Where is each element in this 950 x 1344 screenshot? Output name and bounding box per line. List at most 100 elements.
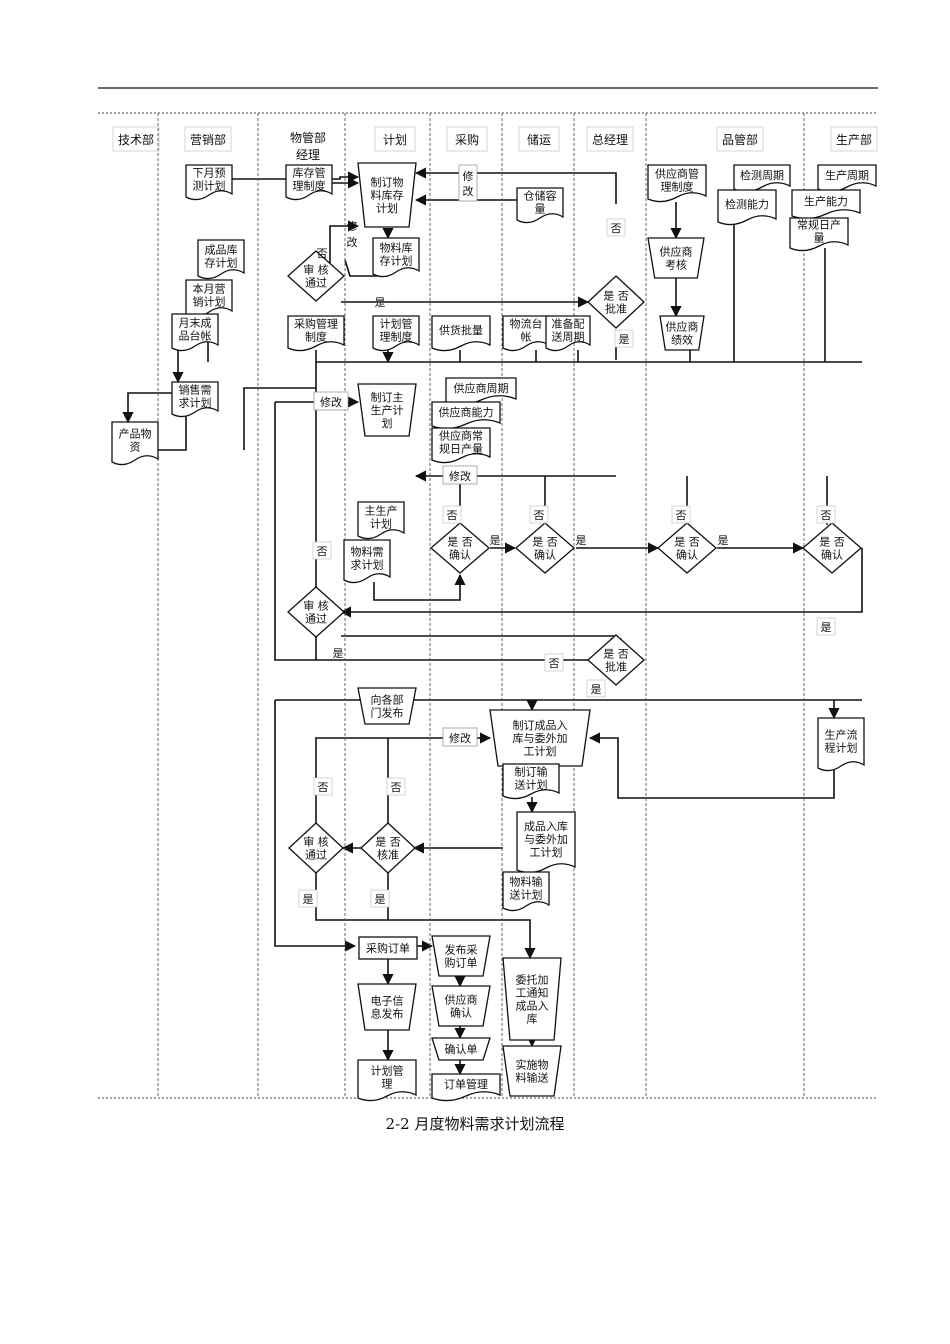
document-n23-text: 资 — [130, 441, 141, 454]
flow-label-yes: 是 — [375, 296, 386, 309]
document-n11-text: 物料库 — [380, 241, 413, 255]
flow-label-yes: 是 — [576, 534, 587, 547]
document-n05-text: 供应商管 — [655, 167, 699, 181]
flow-connector — [329, 220, 360, 264]
document-n02 — [285, 164, 333, 201]
flow-label-no: 否 — [549, 657, 560, 670]
document-n22-text: 求计划 — [179, 397, 212, 410]
label-box-no — [606, 218, 626, 237]
lane-header-box-6 — [518, 126, 560, 152]
process-n24 — [357, 383, 417, 437]
lane-header-5: 采购 — [455, 132, 479, 147]
document-n29-text: 求计划 — [351, 559, 384, 572]
document-n04 — [516, 187, 564, 224]
decision-d1 — [287, 250, 345, 302]
document-n32-text: 送计划 — [515, 778, 548, 792]
document-n10-text: 常规日产 — [797, 218, 841, 232]
document-n33-text: 生产流 — [825, 728, 858, 742]
label-box-yes — [298, 889, 318, 908]
document-n20-text: 帐 — [521, 331, 532, 344]
label-box-revise — [313, 391, 349, 411]
decision-d8-text: 批准 — [605, 660, 627, 674]
flow-connector — [274, 402, 588, 661]
document-n43-text: 计划管 — [371, 1064, 404, 1078]
flow-connector — [588, 732, 835, 799]
document-n43 — [357, 1059, 417, 1102]
decision-d7-text: 审 核 — [303, 599, 329, 613]
document-n28-text: 主生产 — [365, 504, 398, 518]
decision-d9 — [360, 822, 416, 874]
document-n17-text: 制度 — [305, 330, 327, 344]
flow-label-no: 否 — [447, 509, 458, 522]
process-n15-text: 供应商 — [660, 245, 693, 259]
document-n29-text: 物料需 — [351, 545, 384, 559]
process-n03 — [357, 162, 417, 228]
box-n36 — [358, 936, 418, 960]
lane-header-8: 品管部 — [722, 132, 758, 147]
decision-d5-text: 确认 — [676, 549, 698, 562]
label-box-yes — [614, 329, 634, 348]
process-n16-text: 绩效 — [671, 333, 693, 347]
document-n32-text: 制订输 — [515, 765, 548, 779]
document-n14 — [171, 313, 219, 352]
document-n17 — [287, 315, 345, 352]
document-n43-text: 理 — [382, 1078, 393, 1091]
document-n14-text: 品台帐 — [179, 329, 212, 343]
document-n23-text: 产品物 — [119, 427, 152, 441]
lane-header-box-5 — [446, 126, 488, 152]
flow-label-revise-v: 改 — [347, 235, 358, 249]
decision-d9-text: 核准 — [377, 848, 399, 862]
document-n32 — [502, 763, 560, 800]
flow-label-no: 否 — [318, 781, 329, 794]
document-n17-text: 采购管理 — [294, 317, 338, 331]
document-n01 — [185, 164, 233, 201]
process-n38-text: 库 — [527, 1013, 538, 1026]
decision-d2-text: 批准 — [605, 302, 627, 316]
document-n33-text: 程计划 — [825, 742, 858, 755]
label-box-revise — [442, 465, 478, 485]
document-n34-text: 与委外加 — [524, 833, 568, 846]
process-n37-text: 发布采 — [445, 943, 478, 957]
process-n30-text: 门发布 — [371, 706, 404, 720]
flow-label-no: 否 — [391, 781, 402, 794]
document-n33 — [817, 717, 865, 772]
label-box-no — [544, 653, 564, 672]
process-n15-text: 考核 — [665, 258, 687, 272]
document-n25-text: 供应商周期 — [454, 381, 509, 395]
flow-label-yes: 是 — [619, 333, 630, 346]
flow-connector — [158, 412, 187, 451]
flow-label-revise-v: 修 — [347, 219, 358, 233]
lane-header-box-1 — [112, 126, 160, 152]
document-n21-text: 送周期 — [552, 330, 585, 344]
document-n28-text: 计划 — [370, 518, 392, 531]
document-n02-text: 理制度 — [293, 179, 326, 193]
process-n31-text: 库与委外加 — [513, 732, 568, 745]
label-box-yes — [586, 679, 606, 698]
document-n27-text: 规日产量 — [439, 442, 483, 456]
document-n12-text: 成品库 — [205, 244, 238, 257]
decision-d2-text: 是 否 — [603, 290, 629, 303]
document-n22 — [171, 381, 219, 418]
document-n29 — [343, 539, 391, 584]
document-n35 — [502, 871, 550, 912]
decision-d10-text: 通过 — [305, 849, 327, 862]
decision-d1-text: 通过 — [305, 277, 327, 290]
decision-d8 — [587, 634, 645, 686]
process-n42-text: 实施物 — [516, 1058, 549, 1072]
flow-label-yes: 是 — [821, 621, 832, 634]
lane-header-7: 总经理 — [592, 133, 628, 147]
process-n31-text: 工计划 — [524, 745, 557, 758]
process-n38 — [502, 957, 562, 1041]
lane-header-box-9 — [830, 126, 878, 152]
process-n31-text: 制订成品入 — [513, 719, 568, 732]
document-n12-text: 存计划 — [205, 256, 238, 270]
document-n14-text: 月末成 — [179, 316, 212, 330]
process-n24-text: 生产计 — [371, 403, 404, 417]
decision-d3-text: 确认 — [449, 549, 471, 562]
label-box-revise-v — [458, 164, 478, 202]
decision-d3-text: 是 否 — [447, 536, 473, 549]
decision-d6-text: 是 否 — [819, 536, 845, 549]
document-n05-text: 理制度 — [661, 180, 694, 194]
document-n18 — [372, 315, 420, 352]
